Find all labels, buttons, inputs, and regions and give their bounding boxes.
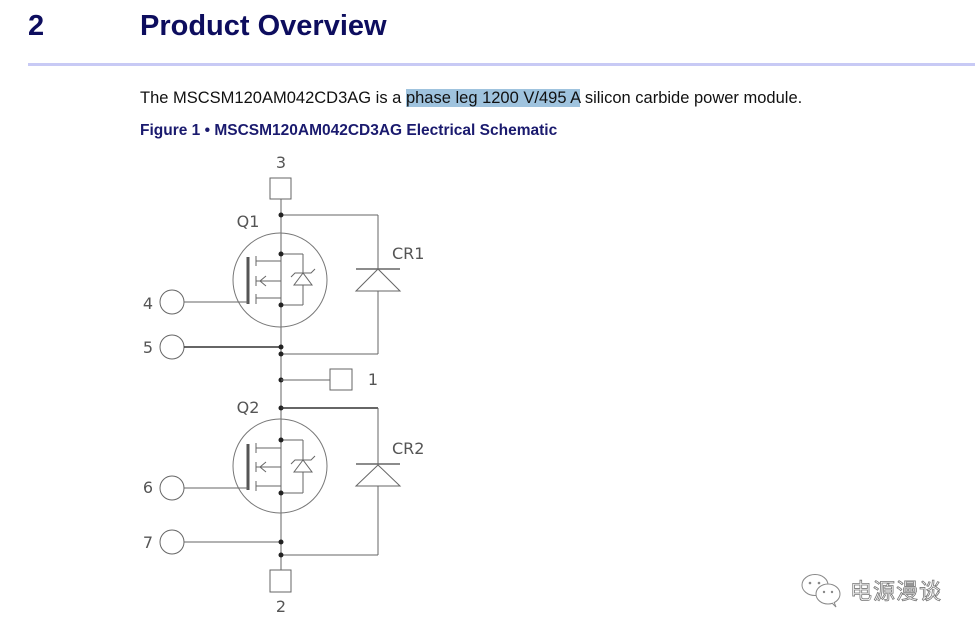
pin-1-label: 1	[368, 370, 378, 389]
pin-7-label: 7	[143, 533, 153, 552]
pin-2-label: 2	[276, 597, 286, 616]
figure-caption: Figure 1 • MSCSM120AM042CD3AG Electrical…	[140, 122, 558, 139]
paragraph-text-start: The MSCSM120AM042CD3AG is a	[140, 89, 406, 107]
pin-1-terminal	[329, 368, 353, 391]
pin-3-label: 3	[276, 153, 286, 172]
pin-5-terminal	[159, 334, 185, 360]
wechat-icon	[801, 574, 841, 608]
pin-2-terminal	[269, 569, 292, 593]
watermark: 电源漫谈	[800, 572, 942, 608]
highlighted-text[interactable]: phase leg 1200 V/495 A	[405, 89, 581, 107]
q2-label: Q2	[237, 398, 260, 417]
pin-6-terminal	[159, 475, 185, 501]
pin-4-label: 4	[143, 294, 153, 313]
watermark-text: 电源漫谈	[850, 580, 943, 606]
cr2-diode	[354, 463, 402, 487]
pin-6-label: 6	[143, 478, 153, 497]
pin-7-terminal	[159, 529, 185, 555]
cr2-label: CR2	[392, 439, 424, 458]
q1-label: Q1	[237, 212, 260, 231]
section-title: Product Overview	[140, 10, 387, 42]
paragraph-text-end: silicon carbide power module.	[580, 89, 803, 107]
section-number: 2	[28, 10, 45, 42]
cr1-label: CR1	[392, 244, 424, 263]
pin-5-label: 5	[143, 338, 153, 357]
junction-dot	[278, 212, 284, 218]
pin-4-terminal	[159, 289, 185, 315]
overview-paragraph: The MSCSM120AM042CD3AG is a phase leg 12…	[140, 89, 802, 108]
cr1-diode	[354, 268, 402, 292]
pin-3-terminal	[269, 177, 292, 200]
q1-mosfet	[232, 232, 328, 328]
q2-mosfet	[232, 418, 328, 514]
section-divider	[28, 63, 975, 66]
